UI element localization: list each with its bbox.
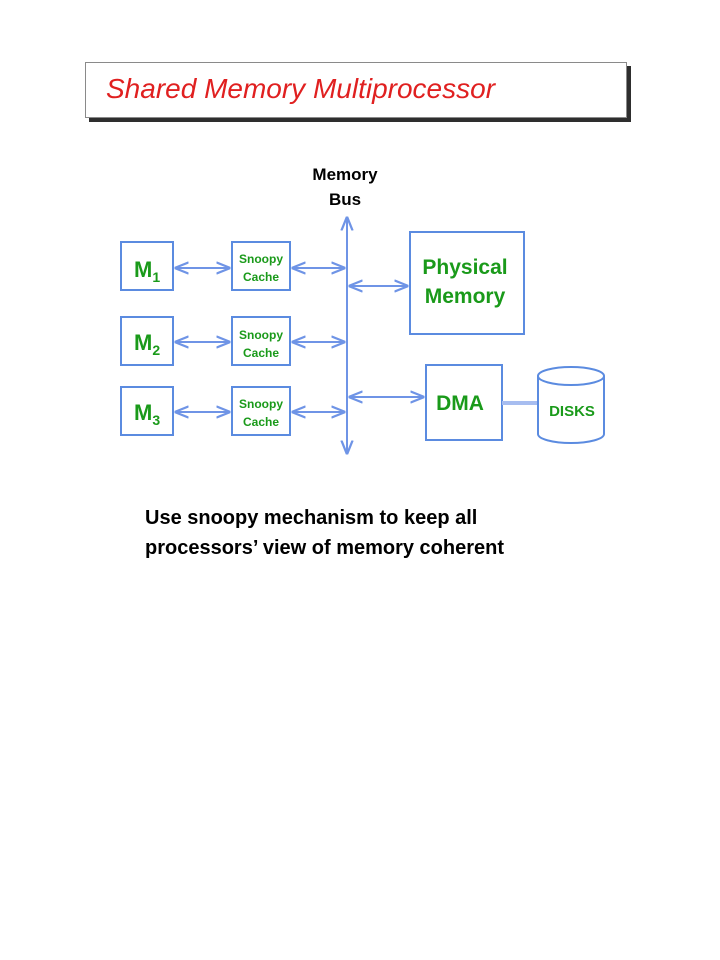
cache-label-line1: Snoopy [239, 328, 283, 342]
cache-label-line2: Cache [243, 270, 279, 284]
processor-letter: M [134, 330, 152, 355]
processor-letter: M [134, 400, 152, 425]
physical-memory-line1: Physical [422, 256, 507, 279]
caption-line2: processors’ view of memory coherent [145, 537, 505, 559]
caption-line1: Use snoopy mechanism to keep all [145, 507, 478, 529]
dma-label: DMA [436, 392, 484, 415]
svg-text:M2: M2 [134, 330, 160, 358]
cache-label-line1: Snoopy [239, 252, 283, 266]
processor-subscript: 2 [152, 342, 160, 358]
processor-m3: M3 [120, 386, 174, 436]
bus-label-line1: Memory [312, 165, 378, 184]
physical-memory-box: Physical Memory [409, 231, 525, 335]
physical-memory-line2: Memory [425, 285, 506, 308]
bus-label-line2: Bus [329, 190, 361, 209]
dma-box: DMA [425, 364, 503, 441]
processor-letter: M [134, 257, 152, 282]
disks-label: DISKS [549, 403, 595, 420]
snoopy-cache-1: Snoopy Cache [231, 241, 291, 291]
cache-label-line2: Cache [243, 415, 279, 429]
cache-label-line2: Cache [243, 346, 279, 360]
processor-subscript: 3 [152, 412, 160, 428]
svg-text:M1: M1 [134, 257, 160, 285]
snoopy-cache-3: Snoopy Cache [231, 386, 291, 436]
caption: Use snoopy mechanism to keep all process… [145, 503, 625, 563]
cache-label-line1: Snoopy [239, 397, 283, 411]
processor-m2: M2 [120, 316, 174, 366]
disks-cylinder: DISKS [537, 366, 605, 444]
processor-subscript: 1 [152, 269, 160, 285]
svg-text:M3: M3 [134, 400, 160, 428]
processor-m1: M1 [120, 241, 174, 291]
slide-title: Shared Memory Multiprocessor [106, 73, 496, 104]
snoopy-cache-2: Snoopy Cache [231, 316, 291, 366]
title-box: Shared Memory Multiprocessor [85, 62, 627, 118]
